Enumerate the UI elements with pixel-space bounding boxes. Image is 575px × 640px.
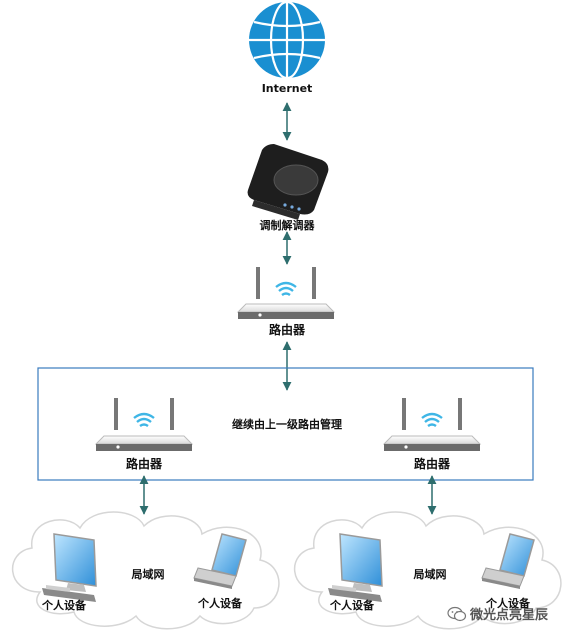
left-router-label: 路由器 (125, 457, 163, 471)
right-lan-label: 局域网 (413, 568, 447, 581)
right-laptop-label: 个人设备 (486, 597, 530, 610)
left-laptop-icon (193, 533, 247, 589)
watermark: 微光点亮星辰 (447, 604, 548, 623)
right-desktop-icon (328, 533, 383, 602)
right-router-label: 路由器 (413, 457, 451, 471)
main-router-label: 路由器 (268, 323, 306, 337)
modem-icon (247, 144, 329, 220)
managed-group-box (37, 367, 534, 481)
watermark-text: 微光点亮星辰 (470, 608, 549, 623)
right-desktop-label: 个人设备 (330, 599, 374, 612)
left-desktop-icon (42, 533, 97, 602)
main-router-icon (236, 267, 336, 319)
left-router-icon (94, 398, 194, 451)
left-desktop-label: 个人设备 (42, 599, 86, 612)
internet-label: Internet (261, 82, 313, 95)
modem-label: 调制解调器 (259, 219, 315, 232)
globe-icon (249, 0, 325, 80)
left-laptop-label: 个人设备 (198, 597, 242, 610)
left-lan-label: 局域网 (131, 568, 165, 581)
group-note-label: 继续由上一级路由管理 (232, 418, 342, 431)
right-router-icon (382, 398, 482, 451)
right-laptop-icon (481, 533, 535, 589)
wechat-icon (447, 606, 467, 621)
